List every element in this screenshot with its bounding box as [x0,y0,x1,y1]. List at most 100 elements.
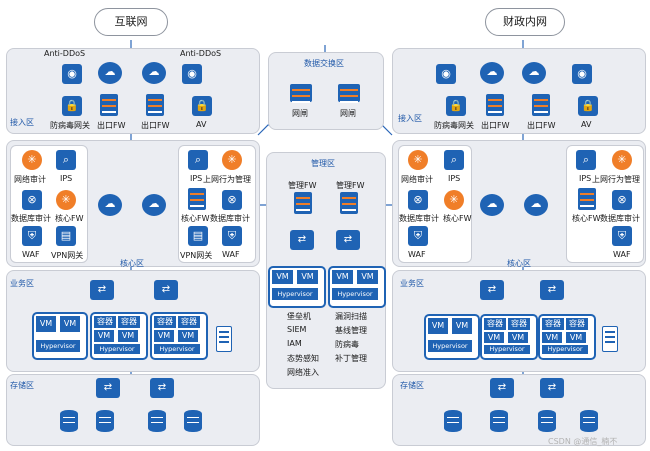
core-cloud-icon-1: ☁ [98,194,122,216]
business-zone-left-label: 业务区 [10,279,34,288]
av-gateway-label: 防病毒网关 [50,121,90,130]
av-label: AV [196,120,207,129]
storage-switch-icon-2: ⇄ [150,378,174,398]
anti-ddos-icon-4: ◉ [572,64,592,84]
vm-left-2b: VM [118,330,138,342]
hypervisor-right-1: Hypervisor [428,340,472,352]
hypervisor-right-3: Hypervisor [542,345,588,354]
vm-left-1a: VM [36,316,56,332]
ips-label-4: IPS [579,174,592,183]
core-cloud-icon-3: ☁ [480,194,504,216]
core-fw-label-4: 核心FW [572,214,601,223]
storage-switch-icon-1: ⇄ [96,378,120,398]
anti-ddos-icon-1: ◉ [62,64,82,84]
egress-firewall-icon-2 [146,94,164,116]
container-right-1b: 容器 [508,318,530,330]
core-fw-icon-1: ✳ [56,190,76,210]
ips-label-2: IPS [190,174,203,183]
vpn-gateway-label-2: VPN网关 [180,251,213,260]
storage-disk-icon-r2 [490,410,508,432]
management-title: 管理区 [311,159,335,168]
core-fw-label-1: 核心FW [55,214,84,223]
storage-switch-icon-4: ⇄ [540,378,564,398]
mgmt-tool-patch: 补丁管理 [335,354,367,363]
antivirus-lock-icon: 🔒 [192,96,212,116]
egress-firewall-icon-3 [486,94,504,116]
av-gateway-lock-icon-right: 🔒 [446,96,466,116]
storage-disk-icon-l4 [184,410,202,432]
core-zone-right-label: 核心区 [507,259,531,268]
db-audit-label-1: 数据库审计 [11,214,51,223]
network-audit-icon: ✳ [22,150,42,170]
storage-zone-left-label: 存储区 [10,381,34,390]
behavior-mgmt-label-right: 上网行为管理 [592,175,640,184]
hypervisor-left-2: Hypervisor [94,344,140,354]
physical-server-icon-right [602,326,618,352]
storage-zone-right [392,374,646,446]
db-audit-icon-2: ⊗ [222,190,242,210]
storage-disk-icon-r4 [580,410,598,432]
mgmt-firewall-icon-1 [294,192,312,214]
container-left-1a: 容器 [94,316,116,328]
db-audit-icon-1: ⊗ [22,190,42,210]
vm-left-1b: VM [60,316,80,332]
egress-fw-label-4: 出口FW [527,121,556,130]
waf-shield-icon-2: ⛨ [222,226,242,246]
av-gateway-lock-icon: 🔒 [62,96,82,116]
access-zone-right [392,48,646,134]
ips-search-icon-1: ⌕ [56,150,76,170]
anti-ddos-label-2: Anti-DDoS [180,49,222,58]
egress-firewall-icon-1 [100,94,118,116]
egress-fw-label-1: 出口FW [97,121,126,130]
container-left-2a: 容器 [154,316,176,328]
core-fw-label-3: 核心FW [443,214,472,223]
gatekeeper-label-2: 网闸 [340,109,356,118]
mgmt-vm-2b: VM [357,270,378,284]
storage-disk-icon-l2 [96,410,114,432]
vm-right-1b: VM [452,318,472,334]
storage-disk-icon-r1 [444,410,462,432]
storage-zone-right-label: 存储区 [400,381,424,390]
ips-label-1: IPS [60,174,73,183]
mgmt-firewall-icon-2 [340,192,358,214]
ips-search-icon-2: ⌕ [188,150,208,170]
db-audit-label-3: 数据库审计 [399,214,439,223]
egress-firewall-icon-4 [532,94,550,116]
av-label-right: AV [581,120,592,129]
mgmt-vm-1a: VM [272,270,293,284]
core-fw-icon-3: ✳ [444,190,464,210]
mgmt-vm-1b: VM [297,270,318,284]
anti-ddos-icon-2: ◉ [182,64,202,84]
mgmt-tool-siem: SIEM [287,325,307,334]
gatekeeper-label-1: 网闸 [292,109,308,118]
core-zone-left-label: 核心区 [120,259,144,268]
waf-label-3: WAF [408,250,426,259]
egress-fw-label-3: 出口FW [481,121,510,130]
business-switch-icon-2: ⇄ [154,280,178,300]
access-zone-left [6,48,260,134]
network-audit-label-right: 网络审计 [401,175,433,184]
business-zone-right-label: 业务区 [400,279,424,288]
db-audit-label-2: 数据库审计 [210,214,250,223]
mgmt-tool-baseline: 基线管理 [335,326,367,335]
container-right-2b: 容器 [566,318,588,330]
mgmt-hypervisor-2: Hypervisor [332,288,378,300]
db-audit-icon-3: ⊗ [408,190,428,210]
access-zone-right-label: 接入区 [398,114,422,123]
core-fw-label-2: 核心FW [181,214,210,223]
finance-network-label: 财政内网 [503,15,547,28]
gatekeeper-icon-1 [290,84,312,102]
business-switch-icon-3: ⇄ [480,280,504,300]
waf-label-1: WAF [22,250,40,259]
vm-left-3b: VM [178,330,198,342]
data-exchange-title: 数据交换区 [304,59,344,68]
waf-label-2: WAF [222,250,240,259]
container-left-2b: 容器 [178,316,200,328]
finance-network-cloud: 财政内网 [485,8,565,36]
storage-disk-icon-l1 [60,410,78,432]
storage-disk-icon-l3 [148,410,166,432]
mgmt-switch-icon-1: ⇄ [290,230,314,250]
anti-ddos-icon-3: ◉ [436,64,456,84]
vm-right-3a: VM [542,332,562,343]
vm-left-3a: VM [154,330,174,342]
